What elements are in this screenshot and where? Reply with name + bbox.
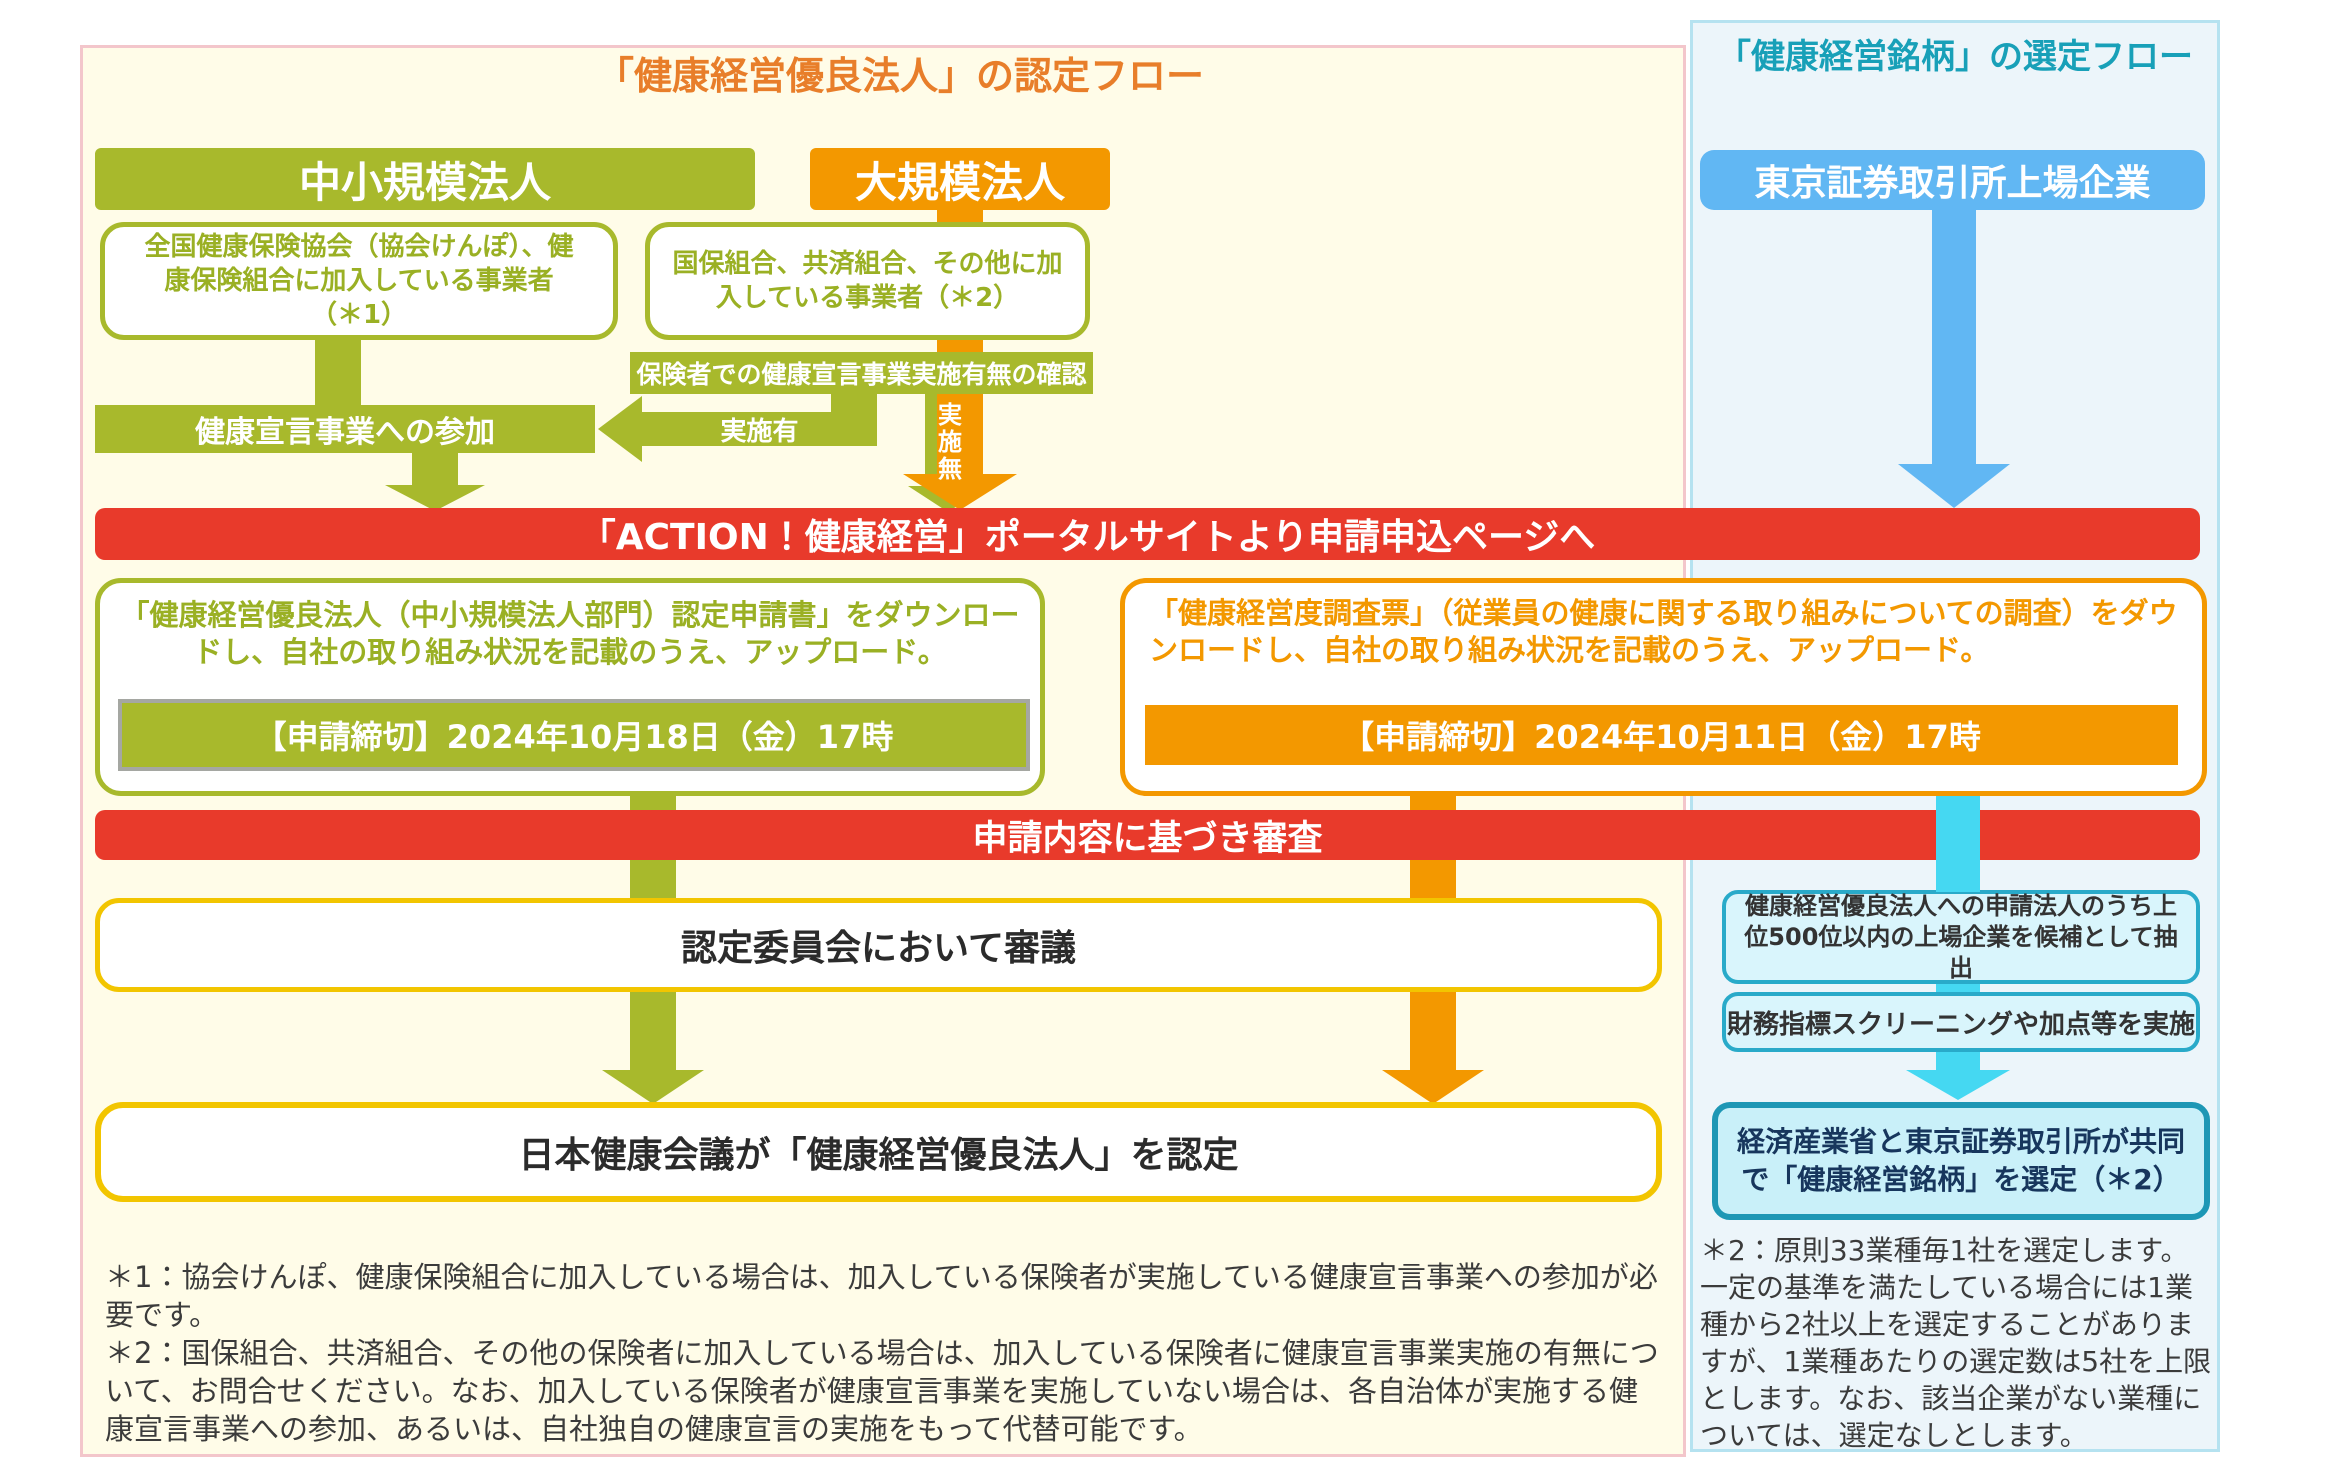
connector-extract-to-screening bbox=[1936, 982, 1980, 994]
shingi-to-nintei-orange-shaft bbox=[1410, 992, 1456, 1070]
jisshi-ari-arrowhead-left-icon bbox=[598, 396, 642, 462]
shingi-to-nintei-orange-arrowhead-icon bbox=[1382, 1070, 1484, 1104]
sanka-down-arrowhead-icon bbox=[385, 485, 485, 511]
screening-to-select-shaft bbox=[1936, 1052, 1980, 1070]
screening-to-select-arrowhead-icon bbox=[1906, 1070, 2010, 1100]
sme-deadline-bar: 【申請締切】2024年10月18日（金）17時 bbox=[118, 699, 1030, 771]
footnote-1: ＊1：協会けんぽ、健康保険組合に加入している場合は、加入している保険者が実施して… bbox=[105, 1260, 1658, 1332]
shingi-to-nintei-green-shaft bbox=[630, 992, 676, 1070]
sanka-down-arrow-shaft bbox=[412, 453, 458, 485]
jisshi-ari-label: 実施有 bbox=[720, 416, 799, 447]
left-panel-title: 「健康経営優良法人」の認定フロー bbox=[595, 53, 1204, 98]
connector-sme-to-review bbox=[630, 796, 676, 812]
footnotes-left: ＊1：協会けんぽ、健康保険組合に加入している場合は、加入している保険者が実施して… bbox=[105, 1258, 1665, 1448]
jisshi-ari-arrow-shaft: 実施有 bbox=[642, 412, 877, 447]
bar-insurer-confirmation: 保険者での健康宣言事業実施有無の確認 bbox=[630, 352, 1093, 394]
header-large-corporations: 大規模法人 bbox=[810, 148, 1110, 210]
tse-arrow-shaft bbox=[1932, 210, 1976, 464]
connector-large-to-review bbox=[1410, 796, 1456, 812]
sme-application-text: 「健康経営優良法人（中小規模法人部門）認定申請書」をダウンロードし、自社の取り組… bbox=[120, 598, 1020, 669]
large-deadline-bar: 【申請締切】2024年10月11日（金）17時 bbox=[1145, 705, 2178, 765]
box-kokuho-kyosai: 国保組合、共済組合、その他に加入している事業者（＊2） bbox=[645, 222, 1090, 340]
large-survey-text: 「健康経営度調査票」（従業員の健康に関する取り組みについての調査）をダウンロード… bbox=[1149, 596, 2178, 667]
tse-arrowhead-icon bbox=[1898, 464, 2010, 508]
large-corp-arrowhead-icon bbox=[903, 474, 1017, 510]
footnote-right: ＊2：原則33業種毎1社を選定します。一定の基準を満たしている場合には1業種から… bbox=[1700, 1234, 2212, 1452]
box-brand-selection: 経済産業省と東京証券取引所が共同で「健康経営銘柄」を選定（＊2） bbox=[1712, 1102, 2210, 1220]
box-sme-application: 「健康経営優良法人（中小規模法人部門）認定申請書」をダウンロードし、自社の取り組… bbox=[95, 578, 1045, 796]
right-panel-title: 「健康経営銘柄」の選定フロー bbox=[1717, 36, 2193, 77]
shingi-to-nintei-green-arrowhead-icon bbox=[602, 1070, 704, 1104]
banner-review: 申請内容に基づき審査 bbox=[95, 810, 2200, 860]
header-tse-listed: 東京証券取引所上場企業 bbox=[1700, 150, 2205, 210]
connector-kyokai-down bbox=[315, 340, 361, 405]
bar-health-declaration-participation: 健康宣言事業への参加 bbox=[95, 405, 595, 453]
footnote-2: ＊2：国保組合、共済組合、その他の保険者に加入している場合は、加入している保険者… bbox=[105, 1336, 1659, 1446]
box-large-survey: 「健康経営度調査票」（従業員の健康に関する取り組みについての調査）をダウンロード… bbox=[1120, 578, 2207, 796]
box-financial-screening: 財務指標スクリーニングや加点等を実施 bbox=[1722, 992, 2200, 1052]
banner-action-portal: 「ACTION！健康経営」ポータルサイトより申請申込ページへ bbox=[95, 508, 2200, 560]
cyan-arrow-crossing-shaft bbox=[1936, 796, 1980, 892]
box-certification: 日本健康会議が「健康経営優良法人」を認定 bbox=[95, 1102, 1662, 1202]
connector-review-to-shingi-orange bbox=[1410, 860, 1456, 898]
connector-review-to-shingi-green bbox=[630, 860, 676, 898]
jisshi-nashi-label: 実施無 bbox=[933, 401, 962, 483]
box-top500-extraction: 健康経営優良法人への申請法人のうち上位500位以内の上場企業を候補として抽出 bbox=[1722, 890, 2200, 984]
box-deliberation-committee: 認定委員会において審議 bbox=[95, 898, 1662, 992]
header-sme-corporations: 中小規模法人 bbox=[95, 148, 755, 210]
box-kyokai-kenpo: 全国健康保険協会（協会けんぽ）、健康保険組合に加入している事業者（＊1） bbox=[100, 222, 618, 340]
